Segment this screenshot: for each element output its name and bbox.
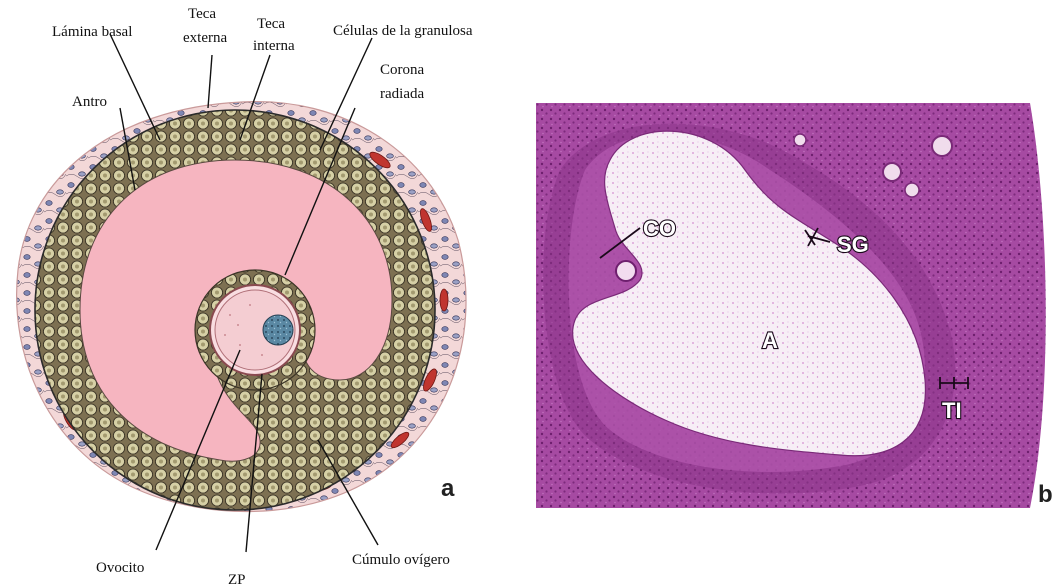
oocyte-nucleus — [263, 315, 293, 345]
label-teca-externa-line2: externa — [183, 30, 227, 46]
label-ovocito: Ovocito — [96, 560, 144, 576]
label-a: A — [762, 328, 778, 353]
label-co: CO — [643, 216, 676, 241]
panel-b-micrograph: CO SG A TI — [536, 103, 1053, 508]
label-corona-radiada-line2: radiada — [380, 86, 424, 102]
primordial-follicle-4 — [794, 134, 806, 146]
cumulus-oocyte — [616, 261, 636, 281]
primordial-follicle-1 — [932, 136, 952, 156]
label-celulas-granulosa: Células de la granulosa — [333, 23, 473, 39]
panel-letter-a: a — [441, 475, 455, 502]
label-sg: SG — [837, 232, 869, 257]
panel-a-diagram: Lámina basal Teca externa Teca interna C… — [17, 6, 473, 588]
primordial-follicle-3 — [905, 183, 919, 197]
label-teca-externa-line1: Teca — [188, 6, 216, 22]
label-cumulo-ovigero: Cúmulo ovígero — [352, 552, 450, 568]
label-antro: Antro — [72, 94, 107, 110]
label-corona-radiada-line1: Corona — [380, 62, 425, 78]
panel-letter-b: b — [1038, 481, 1053, 508]
label-zp: ZP — [228, 572, 246, 588]
label-ti: TI — [942, 398, 962, 423]
label-lamina-basal: Lámina basal — [52, 24, 132, 40]
label-teca-interna-line2: interna — [253, 38, 295, 54]
primordial-follicle-2 — [883, 163, 901, 181]
label-teca-interna-line1: Teca — [257, 16, 285, 32]
